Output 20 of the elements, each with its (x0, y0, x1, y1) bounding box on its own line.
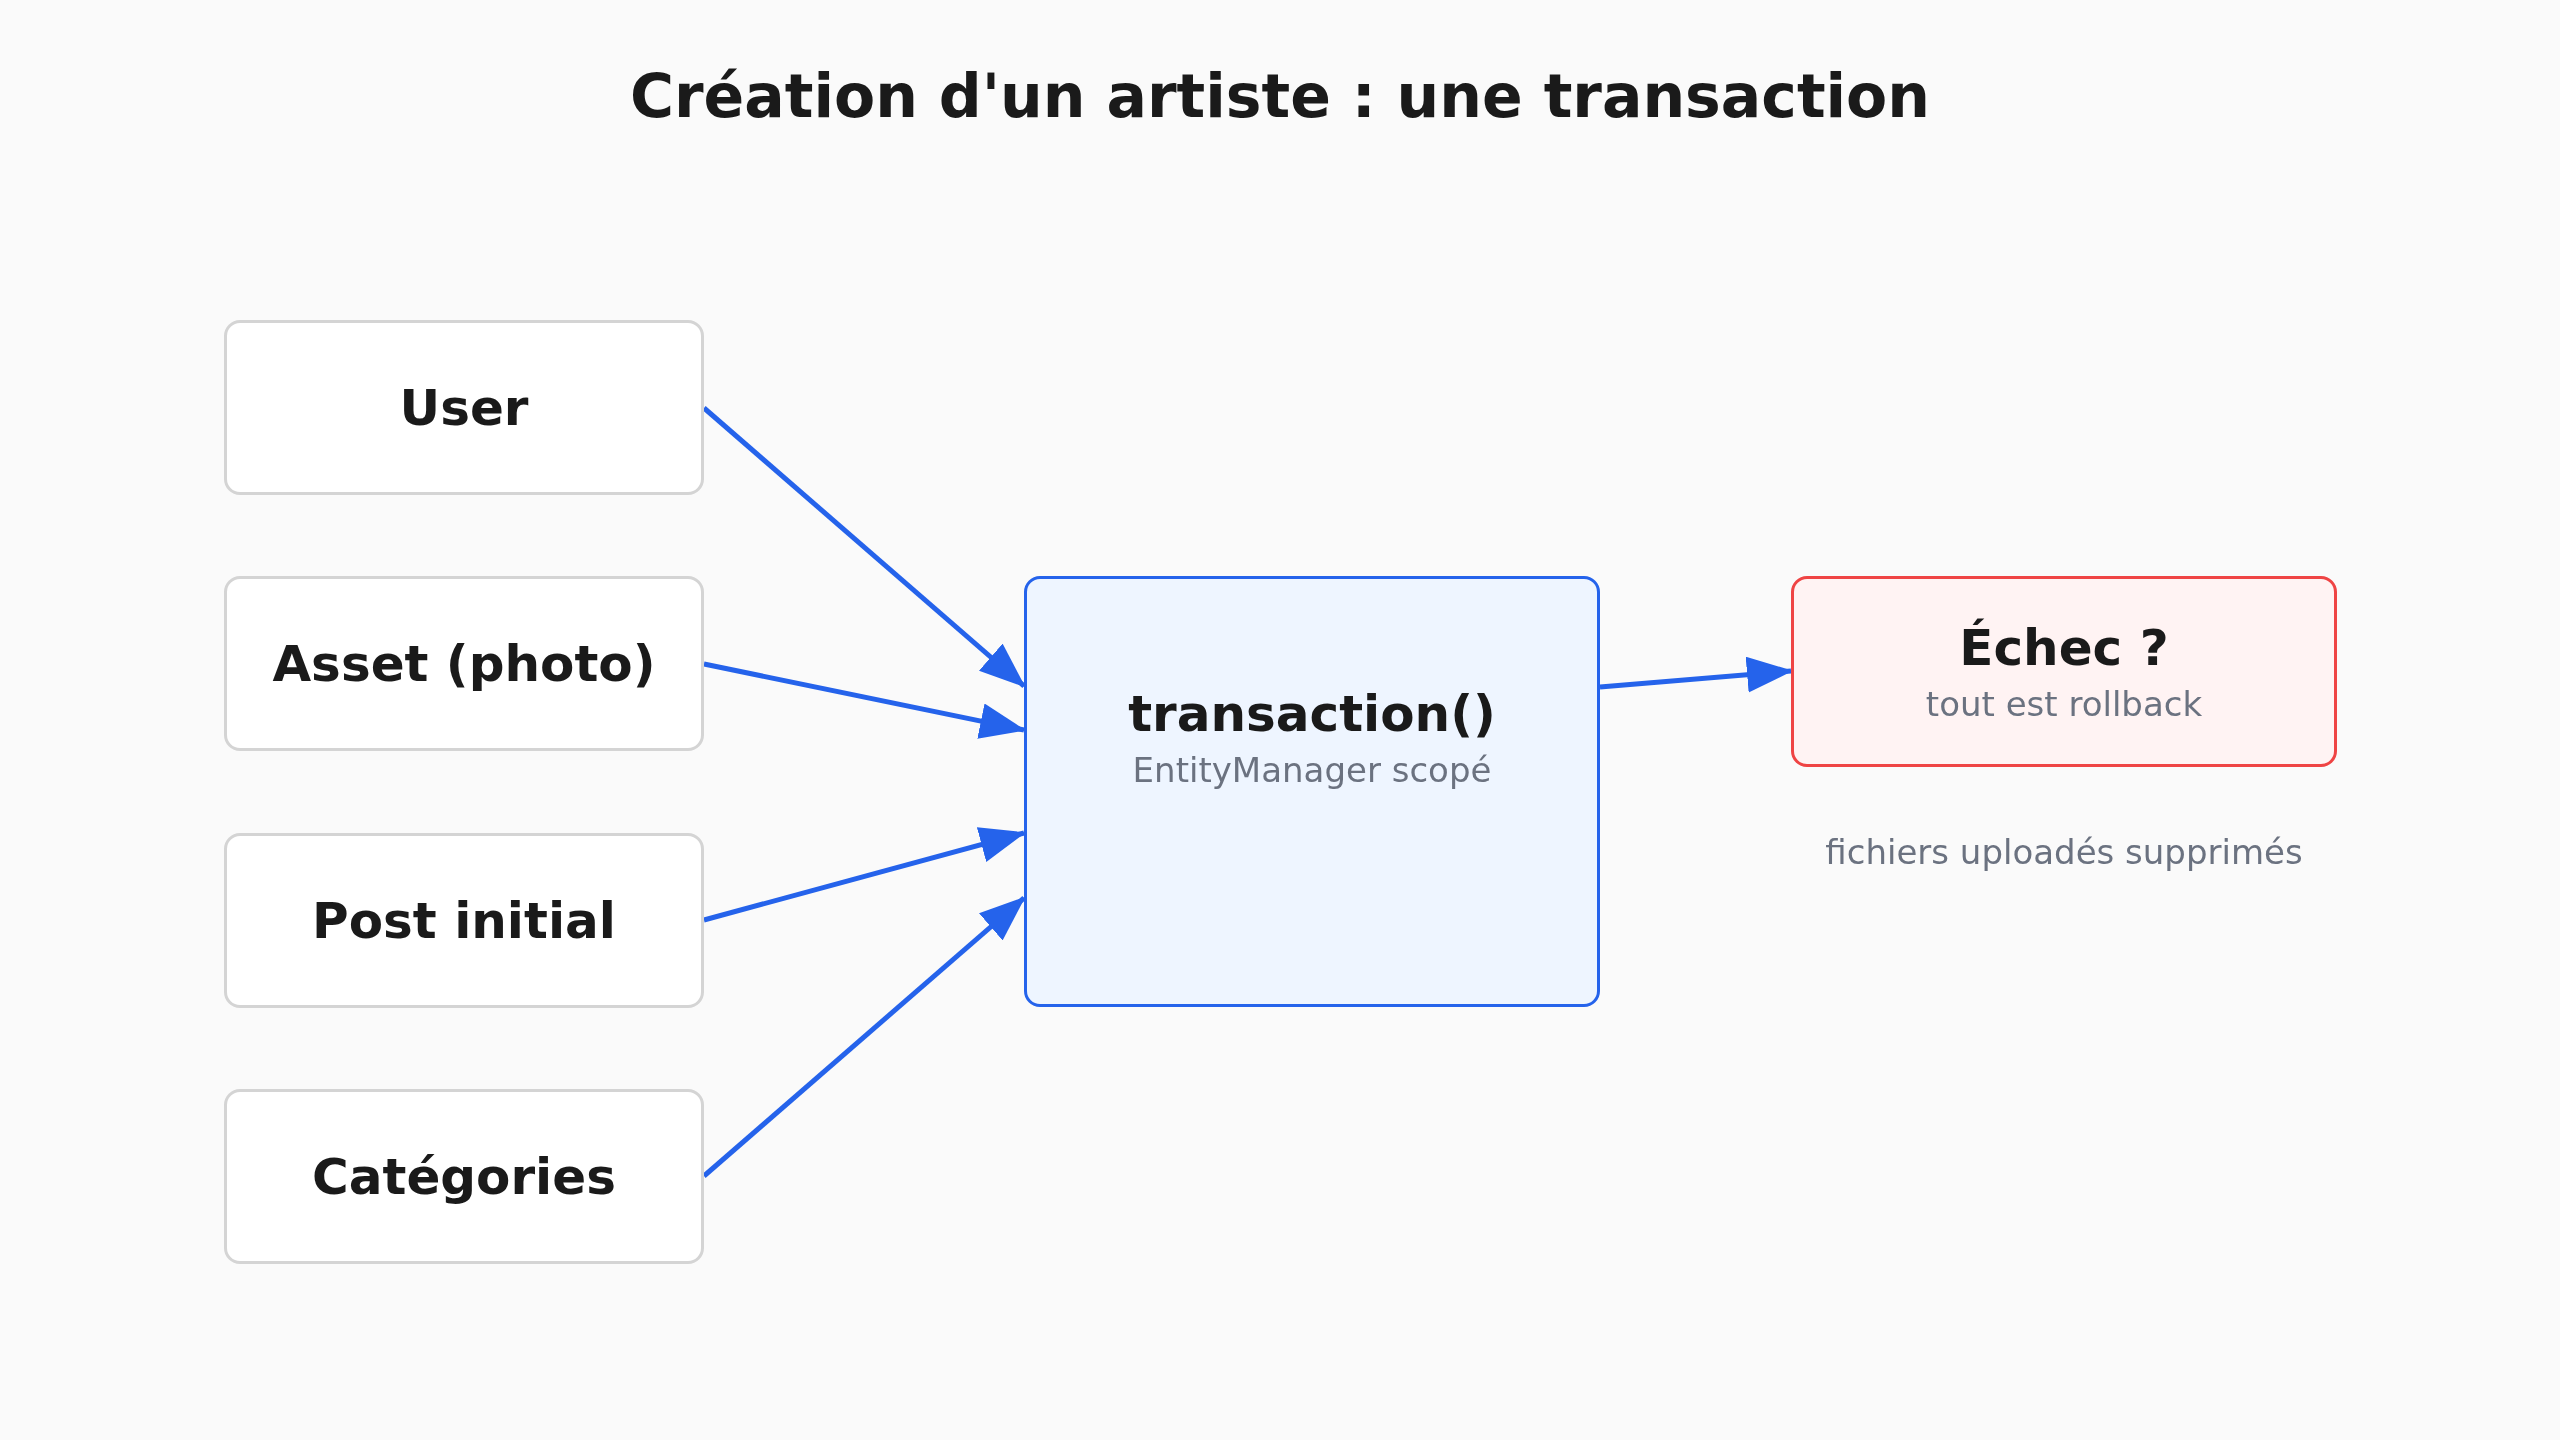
node-title: Asset (photo) (272, 638, 656, 689)
failure-box (1791, 576, 2337, 767)
entity-box (224, 320, 704, 495)
arrow (702, 406, 1026, 688)
node-title: Catégories (312, 1151, 616, 1202)
arrow (1599, 656, 1793, 693)
note-text: fichiers uploadés supprimés (1825, 835, 2303, 869)
node-title: transaction() (1128, 689, 1496, 739)
entity-box (224, 576, 704, 751)
arrow (703, 661, 1026, 739)
arrow (702, 896, 1026, 1178)
diagram-title: Création d'un artiste : une transaction (629, 66, 1931, 126)
node-subtitle: EntityManager scopé (1132, 753, 1492, 787)
arrow (703, 827, 1026, 923)
node-title: User (399, 382, 529, 433)
node-title: Post initial (312, 895, 616, 946)
transaction-box (1024, 576, 1600, 1007)
entity-box (224, 1089, 704, 1264)
entity-box (224, 833, 704, 1008)
node-subtitle: tout est rollback (1925, 686, 2203, 721)
